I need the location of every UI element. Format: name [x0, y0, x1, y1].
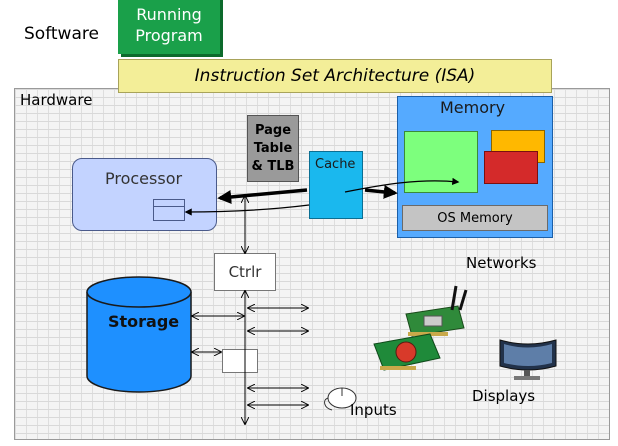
cache-mem-bus	[364, 184, 398, 199]
register-divider	[154, 206, 184, 207]
processor-register	[153, 199, 185, 221]
cache-box	[309, 151, 363, 219]
processor-label: Processor	[105, 169, 183, 188]
storage-top	[86, 276, 192, 308]
isa-label: Instruction Set Architecture (ISA)	[194, 66, 476, 86]
cache-label: Cache	[315, 157, 356, 172]
ctrlr-label: Ctrlr	[228, 263, 262, 281]
storage-label: Storage	[108, 312, 180, 331]
proc-cache-bus	[217, 188, 308, 204]
storage-cylinder	[86, 276, 192, 393]
running-program-line2: Program	[135, 26, 203, 45]
io-controller-box	[222, 349, 258, 373]
cache-to-register-arrow	[184, 204, 310, 216]
page-table-tlb-box: Page Table & TLB	[247, 115, 299, 182]
os-memory-box: OS Memory	[402, 205, 548, 231]
memory-block-red	[484, 151, 538, 184]
running-program-line1: Running	[136, 5, 202, 24]
software-label: Software	[24, 24, 99, 44]
graphics-card-illustration	[373, 333, 441, 371]
page-table-line2: Table	[253, 140, 293, 156]
os-memory-label: OS Memory	[437, 210, 513, 226]
networks-label: Networks	[466, 254, 537, 272]
display-monitor-illustration	[499, 339, 557, 380]
ctrlr-box: Ctrlr	[214, 253, 276, 291]
displays-label: Displays	[472, 387, 536, 405]
hardware-label: Hardware	[20, 91, 93, 109]
page-table-line1: Page	[254, 122, 292, 138]
memory-block-green	[404, 131, 478, 193]
storage-body	[86, 292, 192, 393]
mouse-icon	[324, 387, 357, 411]
processor-box	[72, 158, 217, 231]
inputs-label: Inputs	[350, 401, 397, 419]
register-to-memory-arrow	[344, 177, 460, 193]
memory-label: Memory	[440, 98, 506, 117]
running-program-box: Running Program	[118, 0, 220, 54]
isa-bar: Instruction Set Architecture (ISA)	[118, 59, 552, 93]
page-table-line3: & TLB	[251, 158, 295, 174]
